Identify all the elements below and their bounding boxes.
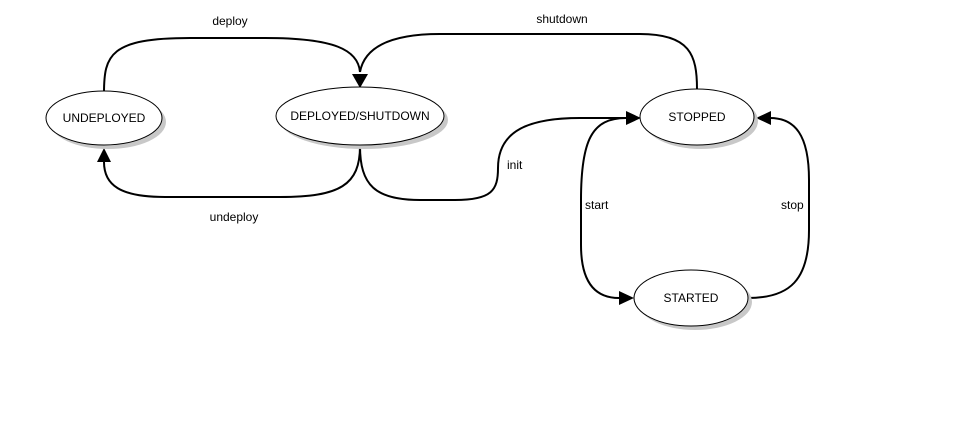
deployed-shutdown-ellipse: [275, 86, 445, 146]
deployed-shutdown-label: DEPLOYED/SHUTDOWN: [290, 109, 429, 123]
undeploy-arrowhead: [97, 148, 111, 162]
started-ellipse: [633, 269, 749, 327]
stop-edge: [747, 117, 810, 299]
deploy-label: deploy: [212, 14, 247, 28]
started-label: STARTED: [664, 291, 719, 305]
stop-label: stop: [781, 198, 804, 212]
deploy-arrowhead: [352, 74, 368, 88]
init-edge: [359, 117, 626, 201]
start-edge: [580, 117, 627, 299]
stopped-ellipse: [639, 88, 755, 146]
stopped-label: STOPPED: [668, 110, 725, 124]
init-label: init: [507, 158, 523, 172]
undeployed-label: UNDEPLOYED: [63, 111, 146, 125]
deploy-edge: [103, 37, 361, 94]
start-label: start: [585, 198, 609, 212]
undeployed-ellipse: [45, 90, 163, 146]
transition-start: start: [580, 117, 634, 305]
undeploy-label: undeploy: [210, 210, 259, 224]
start-arrowhead: [619, 291, 634, 305]
undeploy-edge: [103, 145, 361, 198]
state-undeployed: UNDEPLOYED: [45, 90, 166, 149]
shutdown-label: shutdown: [536, 12, 587, 26]
shutdown-edge: [359, 33, 698, 90]
transition-deploy: deploy: [103, 14, 368, 94]
transition-shutdown: shutdown: [359, 12, 698, 90]
state-started: STARTED: [633, 269, 752, 330]
transition-init: init: [359, 111, 641, 201]
init-arrowhead: [626, 111, 641, 125]
stop-arrowhead: [756, 111, 771, 125]
state-stopped: STOPPED: [639, 88, 758, 149]
state-deployed-shutdown: DEPLOYED/SHUTDOWN: [275, 86, 448, 149]
transition-undeploy: undeploy: [97, 145, 361, 224]
transition-stop: stop: [747, 111, 810, 299]
